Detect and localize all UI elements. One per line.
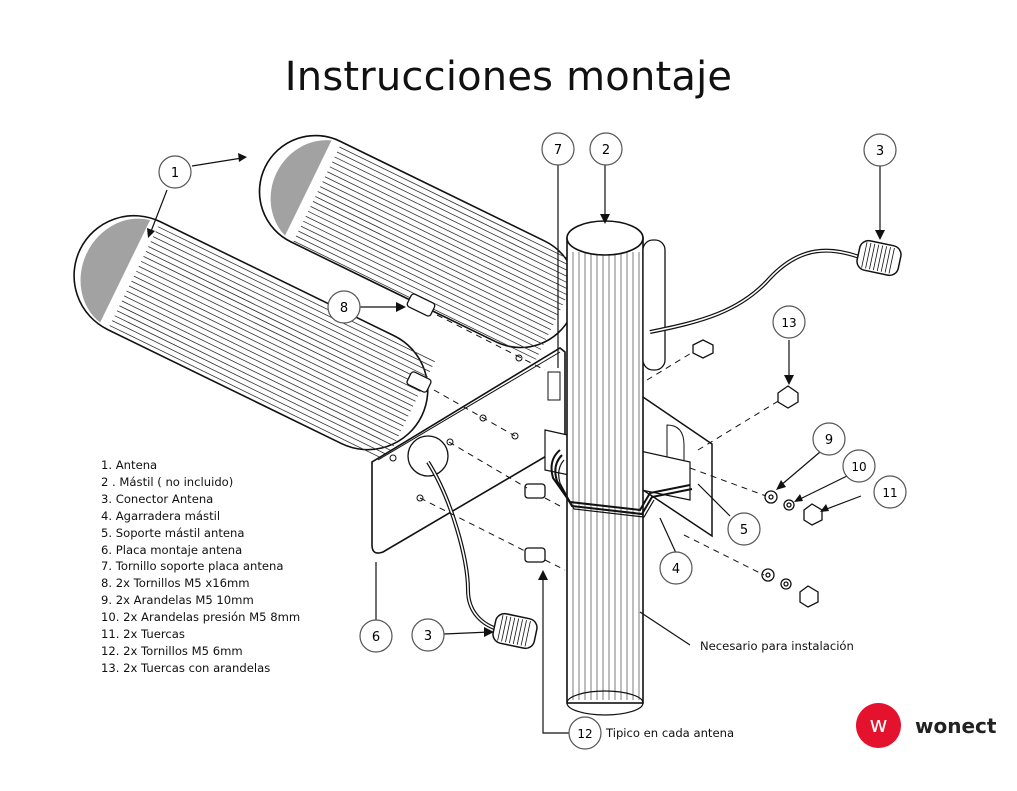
parts-list-item: 8. 2x Tornillos M5 x16mm (101, 576, 250, 591)
svg-text:3: 3 (876, 144, 884, 159)
parts-list-item: 6. Placa montaje antena (101, 542, 243, 557)
parts-list-item: 13. 2x Tuercas con arandelas (101, 660, 271, 675)
brand-mark-icon: w (856, 703, 901, 748)
svg-text:4: 4 (672, 562, 680, 577)
parts-list: 1. Antena 2 . Mástil ( no incluido) 3. C… (101, 457, 300, 677)
svg-text:13: 13 (781, 316, 796, 330)
callout-12: 12 (568, 716, 602, 750)
page-title: Instrucciones montaje (284, 54, 733, 100)
note-required-for-installation: Necesario para instalación (700, 639, 854, 653)
assembly-lines (419, 314, 781, 576)
svg-text:2: 2 (602, 143, 610, 158)
antenna-front (73, 214, 435, 461)
callout-7: 7 (541, 132, 575, 166)
svg-text:6: 6 (372, 630, 380, 645)
callout-10: 10 (842, 449, 876, 483)
parts-list-item: 12. 2x Tornillos M5 6mm (101, 643, 243, 658)
svg-text:5: 5 (740, 523, 748, 538)
callout-1: 1 (158, 155, 192, 189)
connector-top (856, 239, 902, 277)
callout-5: 5 (727, 512, 761, 546)
parts-list-item: 11. 2x Tuercas (101, 627, 185, 642)
brand-logo: w wonect (856, 703, 996, 748)
parts-list-item: 10. 2x Arandelas presión M5 8mm (101, 610, 301, 625)
parts-list-item: 2 . Mástil ( no incluido) (101, 474, 234, 489)
leader-lines (149, 157, 881, 734)
note-typical-per-antenna: Tipico en cada antena (606, 726, 735, 740)
svg-text:8: 8 (340, 301, 348, 316)
callout-6: 6 (359, 619, 393, 653)
callout-13: 13 (772, 305, 806, 339)
mounting-plate (371, 347, 566, 554)
svg-text:12: 12 (577, 727, 592, 741)
mast (566, 220, 666, 716)
callout-4: 4 (659, 551, 693, 585)
callouts: 1 2 3 3 4 5 6 7 8 9 10 11 12 13 (158, 132, 907, 750)
svg-text:10: 10 (851, 460, 866, 474)
connector-bottom (492, 612, 538, 650)
callout-3-top: 3 (863, 133, 897, 167)
leader-arrowheads (147, 153, 885, 637)
svg-text:11: 11 (882, 486, 897, 500)
parts-list-item: 5. Soporte mástil antena (101, 525, 245, 540)
parts-list-item: 7. Tornillo soporte placa antena (101, 559, 284, 574)
parts-list-item: 1. Antena (101, 458, 158, 472)
brand-name: wonect (915, 713, 997, 738)
svg-text:7: 7 (554, 143, 562, 158)
cables (426, 248, 863, 632)
callout-11: 11 (873, 475, 907, 509)
hardware (406, 293, 823, 608)
antenna-back (258, 134, 583, 360)
parts-list-item: 4. Agarradera mástil (101, 508, 221, 523)
svg-text:1: 1 (171, 166, 179, 181)
svg-text:3: 3 (424, 629, 432, 644)
parts-list-item: 9. 2x Arandelas M5 10mm (101, 593, 254, 608)
parts-list-item: 3. Conector Antena (101, 491, 214, 506)
callout-9: 9 (812, 422, 846, 456)
svg-text:9: 9 (825, 433, 833, 448)
callout-8: 8 (327, 290, 361, 324)
callout-3-bottom: 3 (411, 618, 445, 652)
mast-clamp (550, 449, 693, 518)
callout-2: 2 (589, 132, 623, 166)
